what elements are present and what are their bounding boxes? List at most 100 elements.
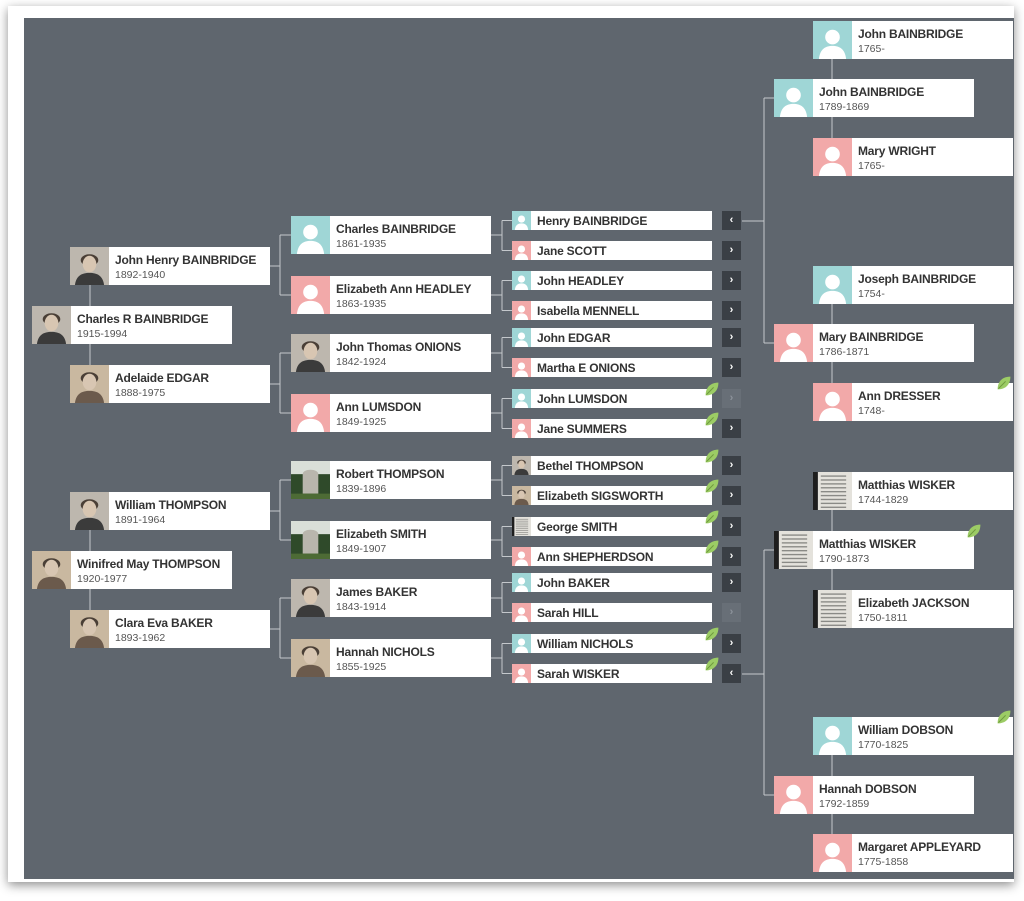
- person-card-elizabeth-sigsworth[interactable]: Elizabeth SIGSWORTH: [512, 486, 712, 505]
- person-card-isabella-mennell[interactable]: Isabella MENNELL: [512, 301, 712, 320]
- expand-branch-button-elizabeth-sigsworth[interactable]: ›: [722, 486, 741, 505]
- expand-branch-button-isabella-mennell[interactable]: ›: [722, 301, 741, 320]
- person-name: Jane SUMMERS: [537, 422, 627, 436]
- person-lifespan: 1863-1935: [336, 298, 387, 310]
- person-card-ann-shepherdson[interactable]: Ann SHEPHERDSON: [512, 547, 712, 566]
- person-lifespan: 1750-1811: [858, 612, 908, 624]
- record-hint-leaf-icon[interactable]: [704, 448, 720, 464]
- person-lifespan: 1765-: [858, 43, 885, 55]
- person-name: Matthias WISKER: [858, 478, 956, 492]
- person-card-elizabeth-jackson[interactable]: Elizabeth JACKSON 1750-1811: [813, 590, 1013, 628]
- female-avatar-icon: [291, 394, 330, 432]
- person-lifespan: 1842-1924: [336, 356, 387, 368]
- person-lifespan: 1843-1914: [336, 601, 387, 613]
- female-avatar-icon: [813, 138, 852, 176]
- expand-branch-button-jane-summers[interactable]: ›: [722, 419, 741, 438]
- person-card-john-edgar[interactable]: John EDGAR: [512, 328, 712, 347]
- expand-branch-button-ann-shepherdson[interactable]: ›: [722, 547, 741, 566]
- record-hint-leaf-icon[interactable]: [704, 509, 720, 525]
- person-name: William THOMPSON: [115, 498, 227, 512]
- person-card-henry-bainbridge[interactable]: Henry BAINBRIDGE: [512, 211, 712, 230]
- record-hint-leaf-icon[interactable]: [966, 523, 982, 539]
- person-name: Isabella MENNELL: [537, 304, 640, 318]
- person-lifespan: 1888-1975: [115, 387, 166, 399]
- person-name: John BAKER: [537, 576, 610, 590]
- person-card-jane-summers[interactable]: Jane SUMMERS: [512, 419, 712, 438]
- expand-branch-button-martha-e-onions[interactable]: ›: [722, 358, 741, 377]
- person-card-james-baker[interactable]: James BAKER 1843-1914: [291, 579, 491, 617]
- person-name: Sarah HILL: [537, 606, 599, 620]
- expand-branch-button-john-lumsdon[interactable]: ›: [722, 389, 741, 408]
- person-card-john-lumsdon[interactable]: John LUMSDON: [512, 389, 712, 408]
- collapse-branch-button-henry-bainbridge[interactable]: ‹: [722, 211, 741, 230]
- female-avatar-icon: [512, 547, 531, 566]
- record-hint-leaf-icon[interactable]: [704, 478, 720, 494]
- expand-branch-button-jane-scott[interactable]: ›: [722, 241, 741, 260]
- record-hint-leaf-icon[interactable]: [996, 375, 1012, 391]
- person-card-john-headley[interactable]: John HEADLEY: [512, 271, 712, 290]
- person-photo: [291, 579, 330, 617]
- record-hint-leaf-icon[interactable]: [704, 411, 720, 427]
- document-photo: [813, 590, 852, 628]
- person-card-martha-e-onions[interactable]: Martha E ONIONS: [512, 358, 712, 377]
- collapse-branch-button-sarah-wisker[interactable]: ‹: [722, 664, 741, 683]
- expand-branch-button-john-baker[interactable]: ›: [722, 573, 741, 592]
- person-card-bethel-thompson[interactable]: Bethel THOMPSON: [512, 456, 712, 475]
- female-avatar-icon: [512, 419, 531, 438]
- male-avatar-icon: [813, 717, 852, 755]
- person-photo: [512, 456, 531, 475]
- person-card-john-baker[interactable]: John BAKER: [512, 573, 712, 592]
- record-hint-leaf-icon[interactable]: [996, 709, 1012, 725]
- person-card-george-smith[interactable]: George SMITH: [512, 517, 712, 536]
- person-lifespan: 1920-1977: [77, 573, 128, 585]
- record-hint-leaf-icon[interactable]: [704, 626, 720, 642]
- person-card-jane-scott[interactable]: Jane SCOTT: [512, 241, 712, 260]
- expand-branch-button-john-edgar[interactable]: ›: [722, 328, 741, 347]
- expand-branch-button-george-smith[interactable]: ›: [722, 517, 741, 536]
- person-card-william-nichols[interactable]: William NICHOLS: [512, 634, 712, 653]
- person-name: Elizabeth SIGSWORTH: [537, 489, 664, 503]
- expand-branch-button-john-headley[interactable]: ›: [722, 271, 741, 290]
- person-name: James BAKER: [336, 585, 418, 599]
- male-avatar-icon: [291, 216, 330, 254]
- expand-branch-button-bethel-thompson[interactable]: ›: [722, 456, 741, 475]
- person-name: Elizabeth JACKSON: [858, 596, 970, 610]
- person-card-sarah-hill[interactable]: Sarah HILL: [512, 603, 712, 622]
- expand-branch-button-sarah-hill[interactable]: ›: [722, 603, 741, 622]
- female-avatar-icon: [813, 383, 852, 421]
- person-card-sarah-wisker[interactable]: Sarah WISKER: [512, 664, 712, 683]
- expand-branch-button-william-nichols[interactable]: ›: [722, 634, 741, 653]
- person-name: Matthias WISKER: [819, 537, 917, 551]
- person-lifespan: 1839-1896: [336, 483, 387, 495]
- record-hint-leaf-icon[interactable]: [704, 381, 720, 397]
- record-hint-leaf-icon[interactable]: [704, 656, 720, 672]
- record-hint-leaf-icon[interactable]: [704, 539, 720, 555]
- female-avatar-icon: [512, 358, 531, 377]
- person-name: John EDGAR: [537, 331, 611, 345]
